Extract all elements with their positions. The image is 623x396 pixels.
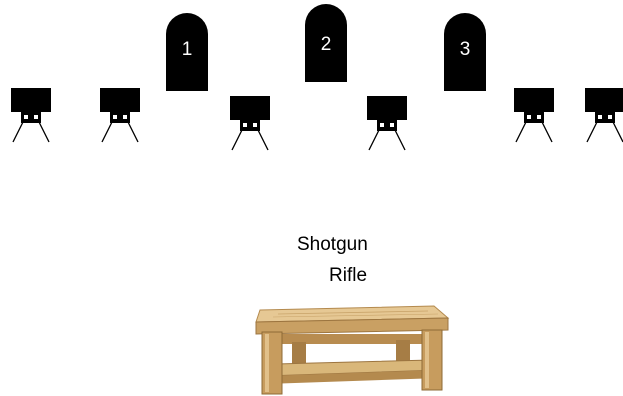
steel-target-icon xyxy=(8,88,54,148)
target-number: 1 xyxy=(166,39,208,61)
steel-target-icon xyxy=(227,96,273,156)
target-number: 3 xyxy=(444,39,486,61)
steel-target-6 xyxy=(582,88,623,148)
target-3: 3 xyxy=(444,13,486,91)
target-2: 2 xyxy=(305,4,347,82)
shotgun-label: Shotgun xyxy=(297,234,368,256)
steel-target-4 xyxy=(364,96,410,156)
steel-target-5 xyxy=(511,88,557,148)
target-1: 1 xyxy=(166,13,208,91)
steel-target-2 xyxy=(97,88,143,148)
steel-target-icon xyxy=(582,88,623,148)
wooden-table-icon xyxy=(248,302,450,396)
steel-target-icon xyxy=(364,96,410,156)
rifle-label: Rifle xyxy=(329,265,367,287)
steel-target-3 xyxy=(227,96,273,156)
steel-target-1 xyxy=(8,88,54,148)
target-number: 2 xyxy=(305,34,347,56)
steel-target-icon xyxy=(97,88,143,148)
steel-target-icon xyxy=(511,88,557,148)
